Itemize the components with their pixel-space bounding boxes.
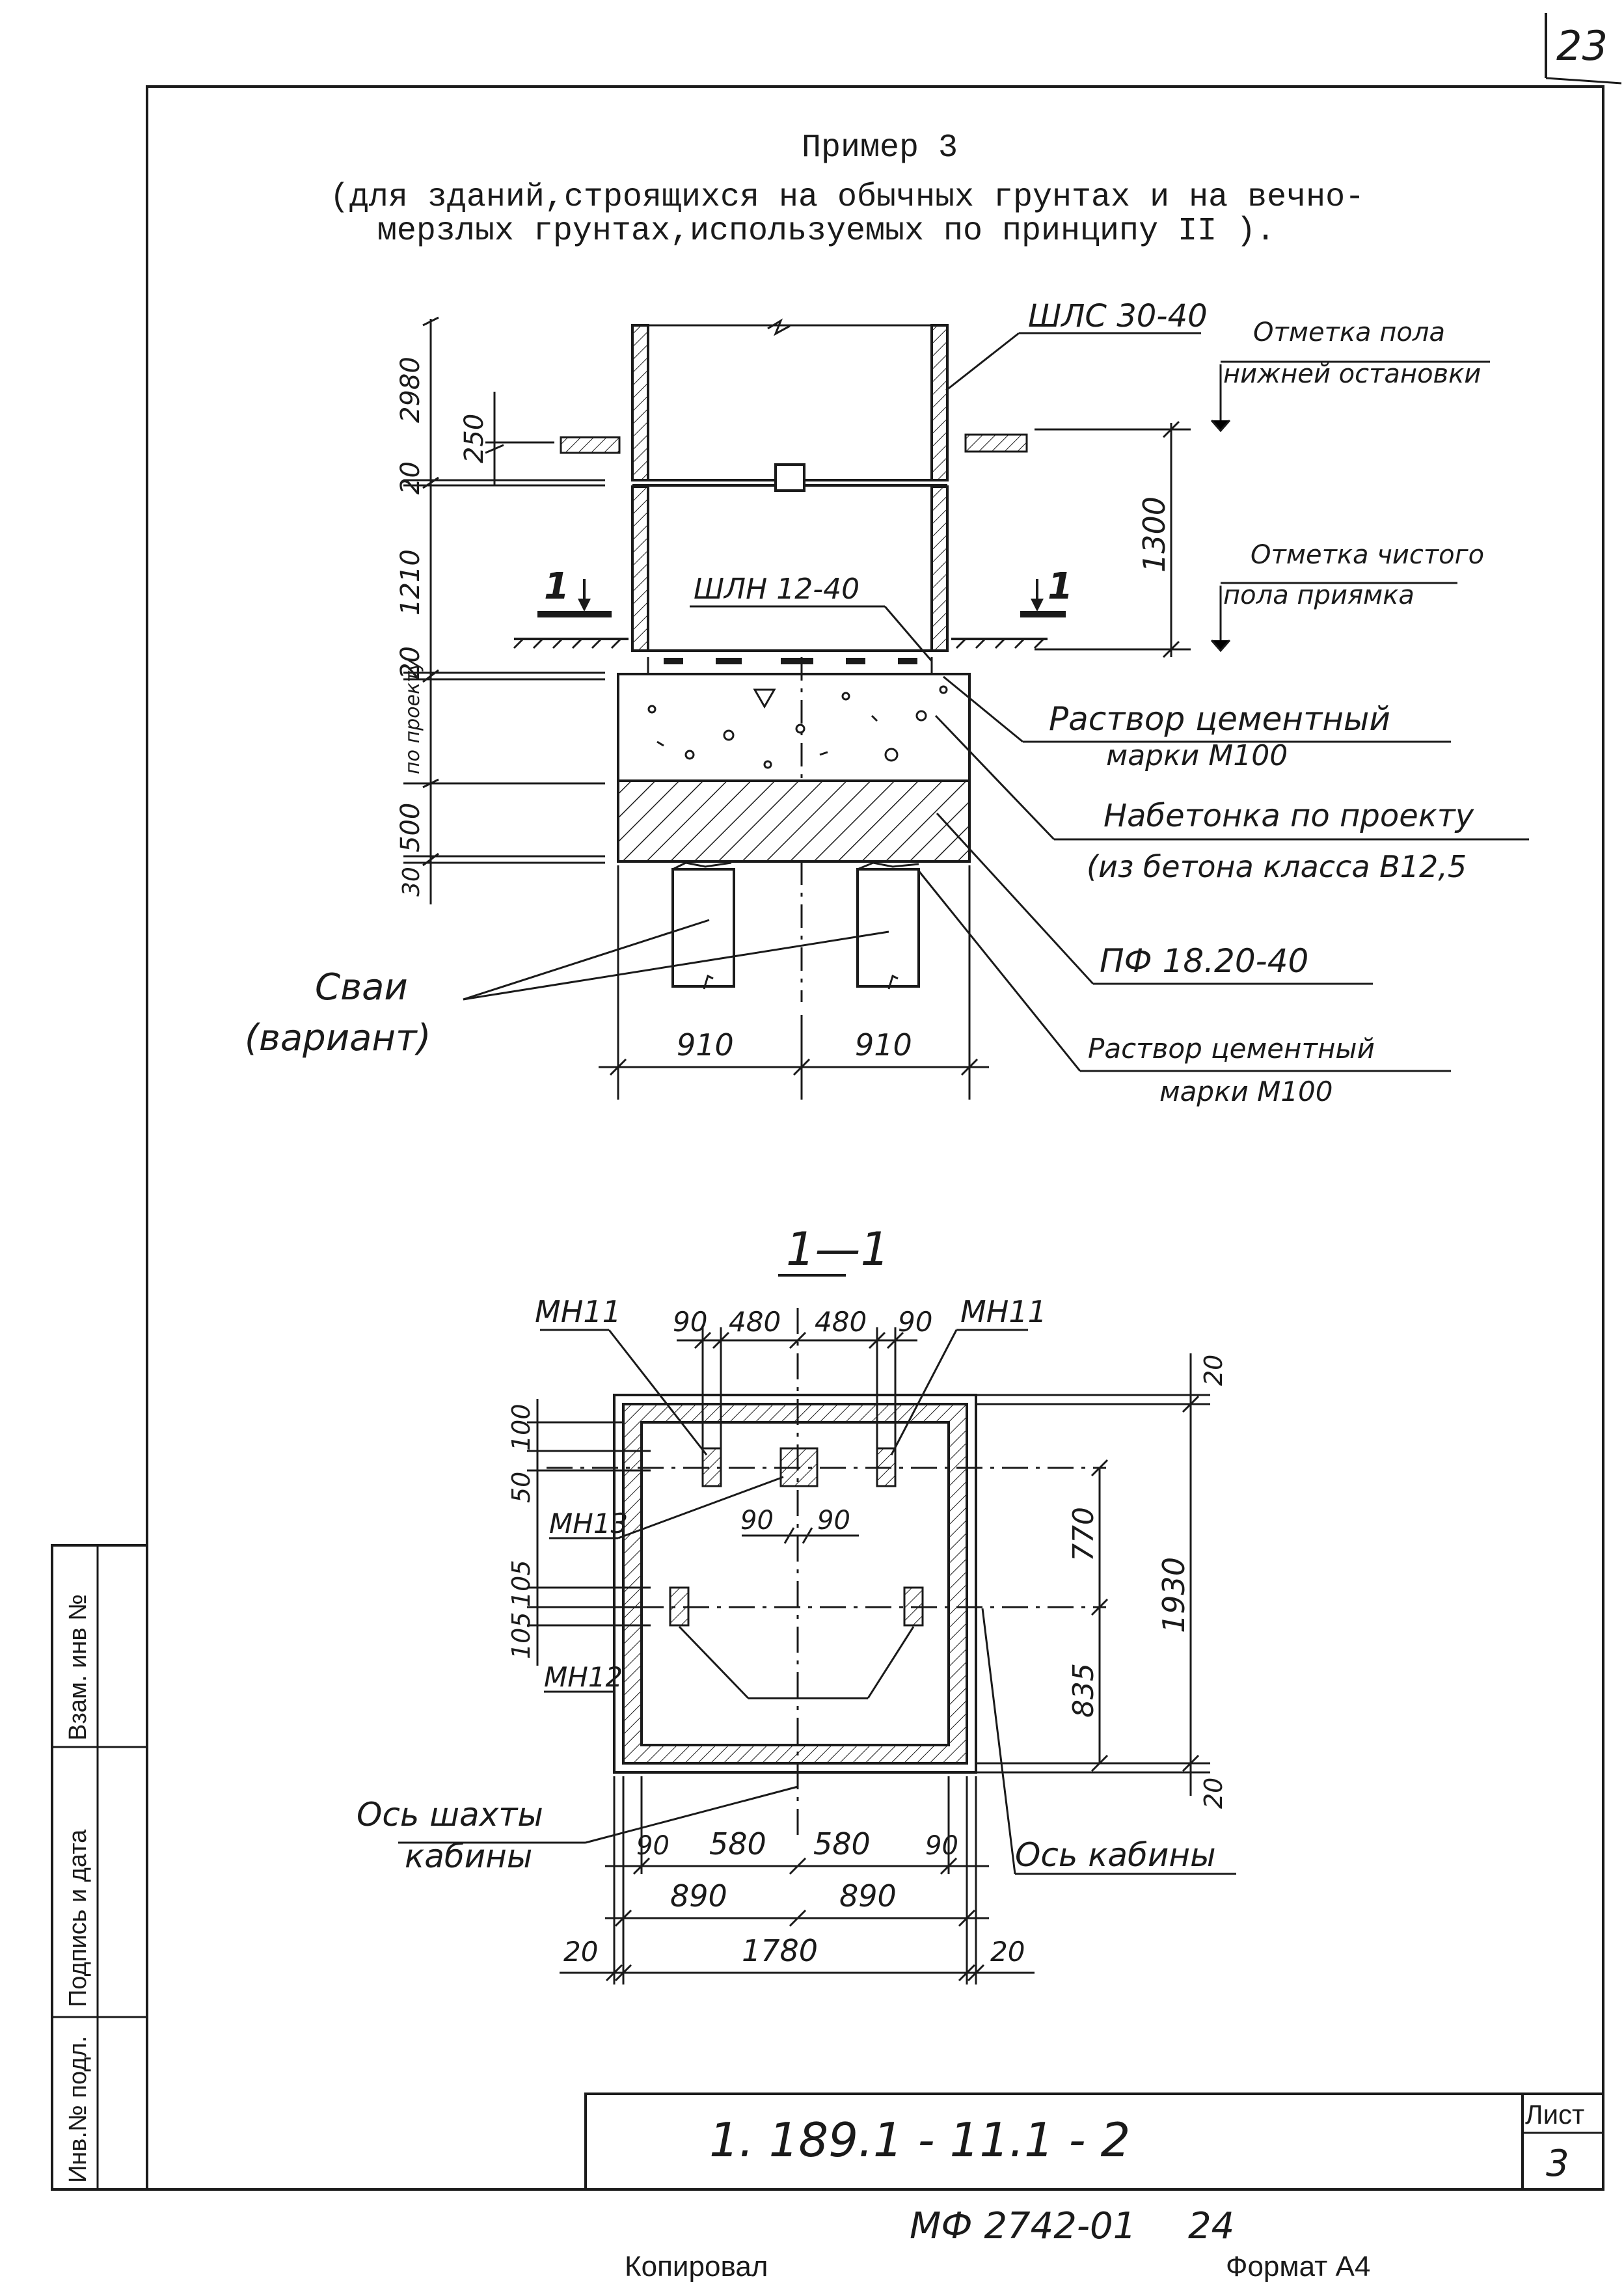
bottom-dim-1780: 1780 (742, 1933, 818, 1968)
label-concrete-pad-2: (из бетона класса В12,5 (1087, 849, 1467, 884)
heading: Пример 3 (для зданий,строящихся на обычн… (330, 129, 1364, 250)
label-shaft-axis-1: Ось шахты (357, 1796, 543, 1834)
sheet-number: 23 (1556, 22, 1608, 70)
label-piles-2: (вариант) (245, 1017, 431, 1059)
label-piles-1: Сваи (315, 966, 408, 1009)
stamp-signature-date: Подпись и дата (64, 1829, 92, 2007)
label-cabin-axis: Ось кабины (1015, 1836, 1216, 1874)
label-concrete-pad-1: Набетонка по проекту (1103, 798, 1474, 834)
sheet-label: Лист (1525, 2099, 1584, 2130)
footer-format: Формат А4 (1226, 2251, 1370, 2282)
label-mn13: МН13 (549, 1508, 628, 1539)
section-mark-left: 1 (544, 565, 569, 608)
dim-30: 30 (398, 867, 425, 897)
doc-code: 1. 189.1 - 11.1 - 2 (709, 2113, 1130, 2167)
section-marker-right: 1 (1020, 565, 1073, 617)
frame-border (146, 85, 1604, 2191)
plan-section-1-1: 1—1 90 480 480 90 (357, 1223, 1236, 1984)
bottom-dim-580-a: 580 (709, 1826, 766, 1862)
bottom-dim-580-b: 580 (813, 1826, 871, 1862)
label-shaft-axis-2: кабины (405, 1837, 532, 1875)
left-dim-50: 50 (507, 1472, 535, 1503)
bottom-dim-90-b: 90 (925, 1831, 958, 1861)
label-mn11-left: МН11 (535, 1294, 621, 1329)
dim-910-b: 910 (855, 1027, 912, 1063)
dim-po-proektu: по проекту (401, 658, 424, 774)
right-dim-20-bottom: 20 (1199, 1778, 1228, 1809)
sheet-number-corner: 23 (1545, 13, 1622, 85)
right-dim-770: 770 (1067, 1507, 1100, 1562)
label-mn12: МН12 (544, 1661, 623, 1693)
right-dim-835: 835 (1067, 1663, 1100, 1718)
top-dim-480-b: 480 (815, 1306, 867, 1338)
dim-500: 500 (396, 803, 426, 852)
dim-2980: 2980 (396, 357, 426, 423)
label-slab: ПФ 18.20-40 (1100, 942, 1308, 980)
right-dim-20-top: 20 (1199, 1355, 1228, 1386)
bottom-dim-890-b: 890 (839, 1878, 897, 1914)
top-dim-90-b: 90 (898, 1306, 932, 1338)
section-marker-left: 1 (537, 565, 612, 617)
label-shln: ШЛН 12-40 (694, 573, 859, 606)
dim-1300: 1300 (1137, 496, 1172, 573)
sheet-value: 3 (1546, 2143, 1569, 2185)
footer-copied: Копировал (625, 2251, 768, 2282)
label-floor-lower-stop-1: Отметка пола (1253, 318, 1445, 347)
left-dim-105-b: 105 (507, 1560, 535, 1607)
side-stamp: Инв.№ подл. Подпись и дата Взам. инв № (51, 1544, 148, 2191)
bottom-dim-890-a: 890 (670, 1878, 727, 1914)
label-pit-floor-2: пола приямка (1223, 580, 1414, 610)
mid-dim-90-a: 90 (740, 1506, 774, 1536)
mid-dim-90-b: 90 (817, 1506, 850, 1536)
plan-title: 1—1 (786, 1223, 889, 1276)
dim-1210: 1210 (396, 549, 426, 616)
heading-line1: (для зданий,строящихся на обычных грунта… (330, 179, 1364, 216)
label-shls: ШЛС 30-40 (1028, 298, 1208, 334)
bottom-dim-20-a: 20 (563, 1936, 598, 1968)
dim-20-a: 20 (396, 461, 426, 494)
dim-20-b: 20 (396, 646, 426, 679)
bottom-dim-90-a: 90 (636, 1831, 670, 1861)
label-mortar-top-2: марки М100 (1106, 739, 1288, 772)
label-mortar-bottom-1: Раствор цементный (1088, 1033, 1375, 1064)
label-mn11-right: МН11 (960, 1294, 1047, 1329)
title-block: 1. 189.1 - 11.1 - 2 Лист 3 (584, 2093, 1604, 2191)
stamp-vzam-inv: Взам. инв № (64, 1594, 92, 1740)
section-mark-right: 1 (1048, 565, 1073, 608)
dim-250: 250 (459, 414, 489, 463)
dim-910-a: 910 (677, 1027, 734, 1063)
left-dim-105-a: 105 (507, 1612, 535, 1659)
footer-num: 24 (1188, 2205, 1234, 2247)
top-dim-480-a: 480 (729, 1306, 781, 1338)
elevation-view: 2980 250 20 1210 20 по проекту 500 30 1 … (245, 298, 1529, 1107)
label-floor-lower-stop-2: нижней остановки (1223, 359, 1481, 389)
stamp-inv-podl: Инв.№ подл. (64, 2036, 92, 2183)
footer-code: МФ 2742-01 (910, 2205, 1136, 2247)
label-mortar-top-1: Раствор цементный (1049, 700, 1390, 738)
label-pit-floor-1: Отметка чистого (1251, 540, 1484, 570)
footer: МФ 2742-01 24 Копировал Формат А4 (625, 2205, 1370, 2282)
heading-line2: мерзлых грунтах,используемых по принципу… (377, 213, 1275, 250)
label-mortar-bottom-2: марки М100 (1159, 1076, 1333, 1107)
top-dim-90-a: 90 (673, 1306, 707, 1338)
bottom-dim-20-b: 20 (990, 1936, 1025, 1968)
left-dim-100: 100 (507, 1403, 535, 1451)
right-dim-1930: 1930 (1156, 1557, 1191, 1633)
heading-title: Пример 3 (802, 129, 958, 167)
